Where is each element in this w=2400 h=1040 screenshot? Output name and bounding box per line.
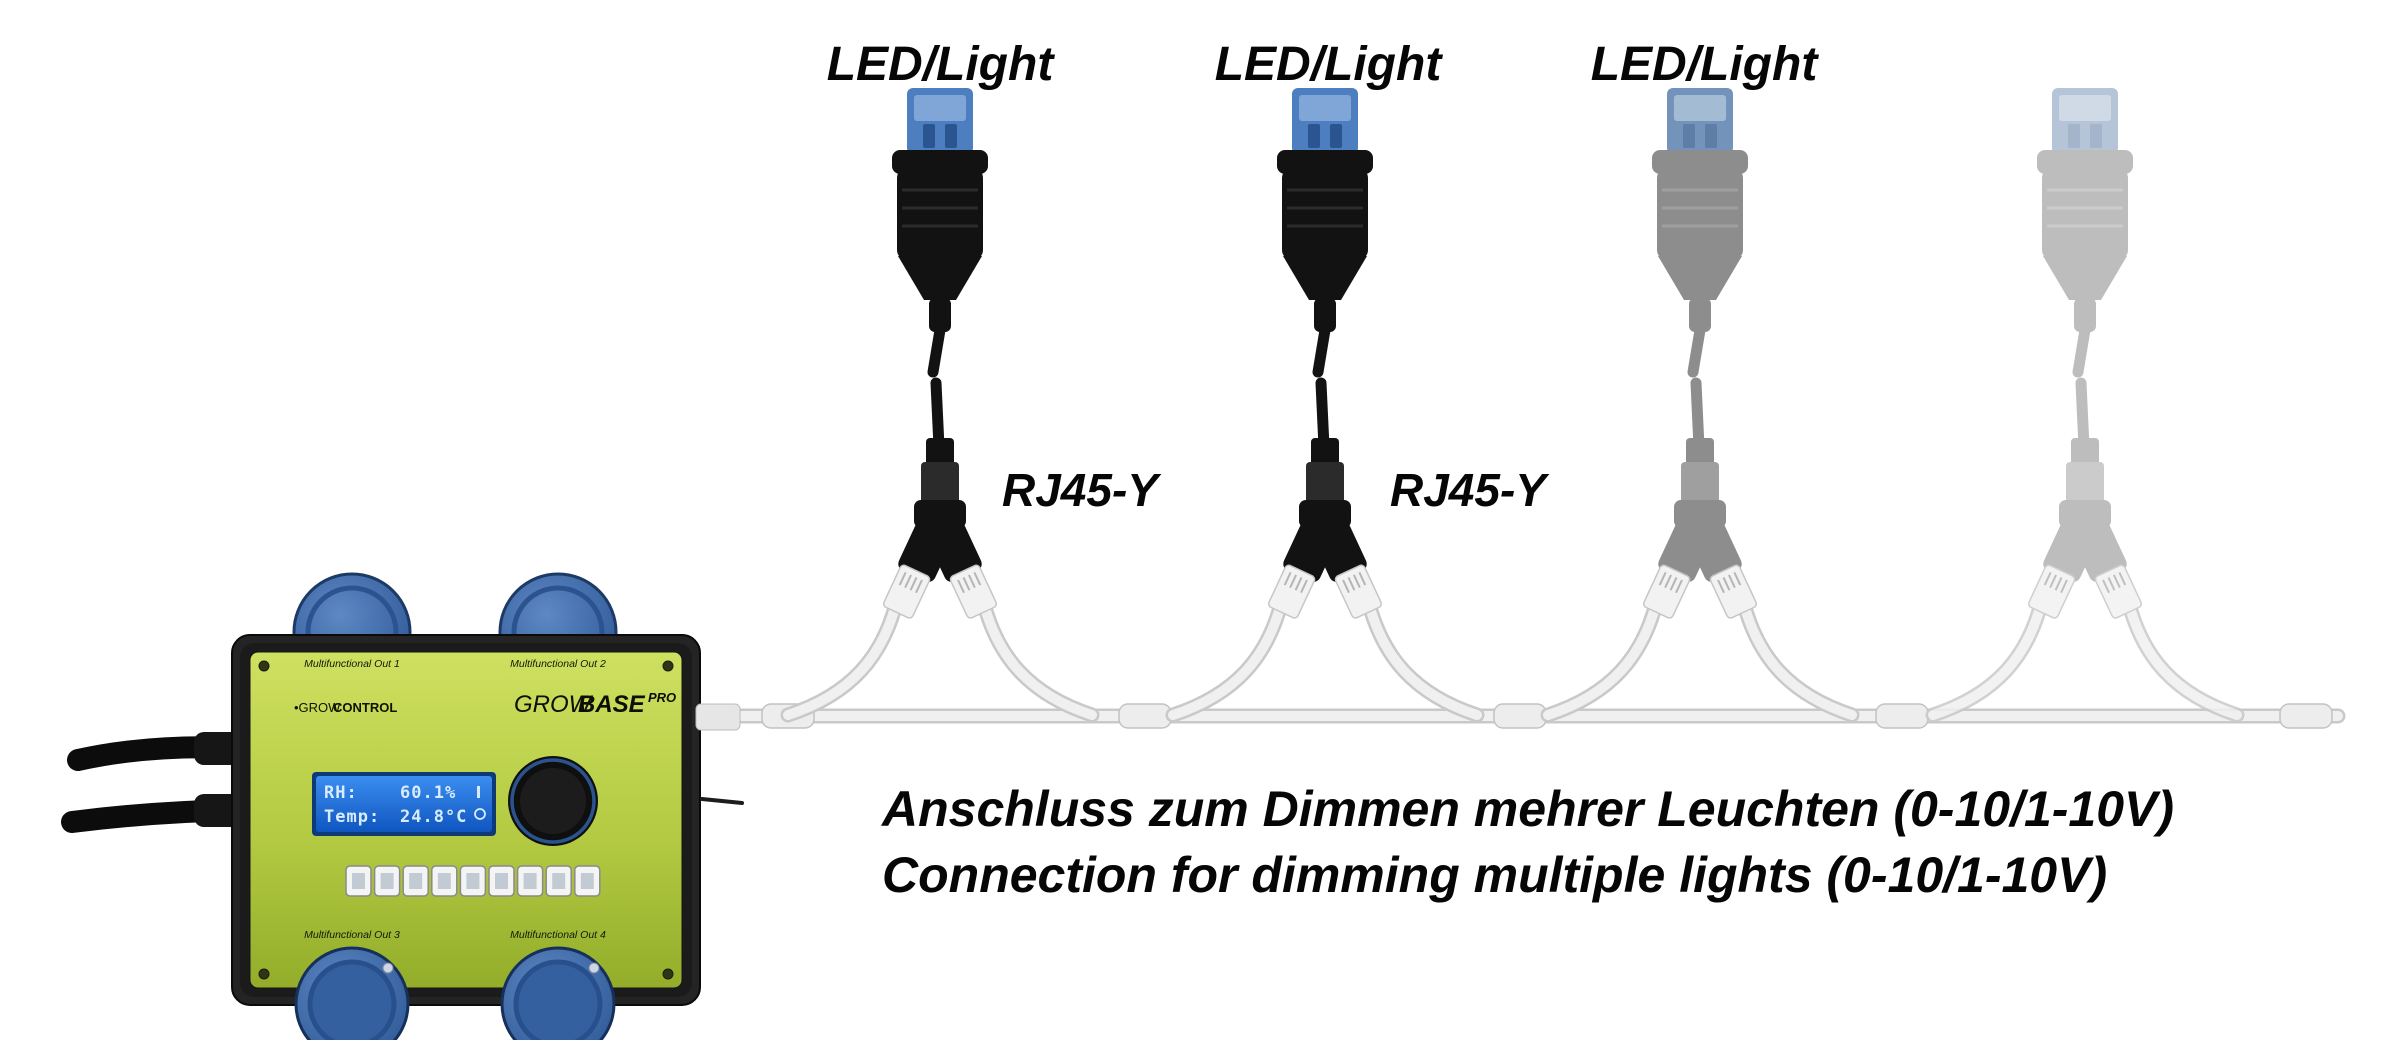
led-connector <box>1277 88 1373 453</box>
led-light-label-1: LED/Light <box>827 38 1056 91</box>
led-connector <box>1652 88 1748 453</box>
key-icon <box>523 873 537 889</box>
power-cable-1 <box>67 732 249 771</box>
connector-assembly-1 <box>780 88 1100 723</box>
device-key[interactable] <box>574 865 601 897</box>
cable-sleeve <box>1875 703 1929 729</box>
device-key[interactable] <box>545 865 572 897</box>
rotary-knob[interactable] <box>508 756 598 846</box>
key-icon <box>580 873 594 889</box>
screw-icon <box>258 660 270 672</box>
caption-german: Anschluss zum Dimmen mehrer Leuchten (0-… <box>880 781 2174 837</box>
led-connector <box>892 88 988 453</box>
controller-device: Multifunctional Out 1 Multifunctional Ou… <box>61 572 701 1040</box>
model-grow: GROW <box>514 691 594 718</box>
socket-out3 <box>294 946 410 1040</box>
sensor-probe <box>700 797 744 805</box>
lcd-display: RH: 60.1% Temp: 24.8°C <box>312 772 496 836</box>
rj45-y-splitter <box>882 438 998 619</box>
device-key[interactable] <box>459 865 487 897</box>
device-key[interactable] <box>431 865 458 897</box>
device-rj45-port-connector <box>695 703 741 731</box>
lcd-cursor-icon <box>477 786 480 798</box>
lcd-temp-label: Temp: <box>324 807 380 827</box>
key-icon <box>495 873 508 889</box>
led-light-label-2: LED/Light <box>1215 38 1444 91</box>
device-key[interactable] <box>516 865 544 897</box>
rj45-y-splitter <box>1642 438 1758 619</box>
cable-sleeve <box>1118 703 1172 729</box>
device-key[interactable] <box>402 865 429 897</box>
cable-end-connector <box>2279 703 2333 729</box>
device-key[interactable] <box>373 865 401 897</box>
led-light-label-3: LED/Light <box>1591 38 1820 91</box>
key-icon <box>352 873 365 889</box>
key-icon <box>552 873 566 889</box>
lcd-temp-value: 24.8°C <box>400 807 467 827</box>
connector-assembly-2 <box>1165 88 1485 723</box>
led-connector <box>2037 88 2133 453</box>
device-key[interactable] <box>488 865 515 897</box>
lcd-rh-label: RH: <box>324 783 358 803</box>
rj45-label-1: RJ45-Y <box>1002 464 1162 516</box>
key-icon <box>437 873 451 889</box>
socket-out4 <box>500 946 616 1040</box>
key-icon <box>466 873 480 889</box>
connector-assembly-4 <box>1925 88 2245 723</box>
model-base: BASE <box>578 691 646 718</box>
screw-icon <box>258 968 270 980</box>
brand-growcontrol-light: •GROW <box>294 700 341 715</box>
rj45-y-splitter <box>1267 438 1383 619</box>
screw-icon <box>382 962 394 974</box>
rj45-y-splitter <box>2027 438 2143 619</box>
brand-growcontrol-bold: CONTROL <box>333 700 397 715</box>
port-label-out1: Multifunctional Out 1 <box>304 658 400 670</box>
model-pro: PRO <box>648 690 676 705</box>
rj45-label-2: RJ45-Y <box>1390 464 1550 516</box>
device-key-row <box>345 865 601 897</box>
port-label-out3: Multifunctional Out 3 <box>304 929 400 941</box>
screw-icon <box>662 660 674 672</box>
caption-english: Connection for dimming multiple lights (… <box>882 847 2107 903</box>
power-cable-2 <box>61 794 249 833</box>
key-icon <box>380 873 394 889</box>
device-key[interactable] <box>345 865 372 897</box>
key-icon <box>409 873 423 889</box>
port-label-out4: Multifunctional Out 4 <box>510 929 606 941</box>
lcd-status-icon <box>474 808 486 820</box>
screw-icon <box>588 962 600 974</box>
screw-icon <box>662 968 674 980</box>
connector-assembly-3 <box>1540 88 1860 723</box>
lcd-rh-value: 60.1% <box>400 783 456 803</box>
port-label-out2: Multifunctional Out 2 <box>510 658 606 670</box>
cable-sleeve <box>1493 703 1547 729</box>
